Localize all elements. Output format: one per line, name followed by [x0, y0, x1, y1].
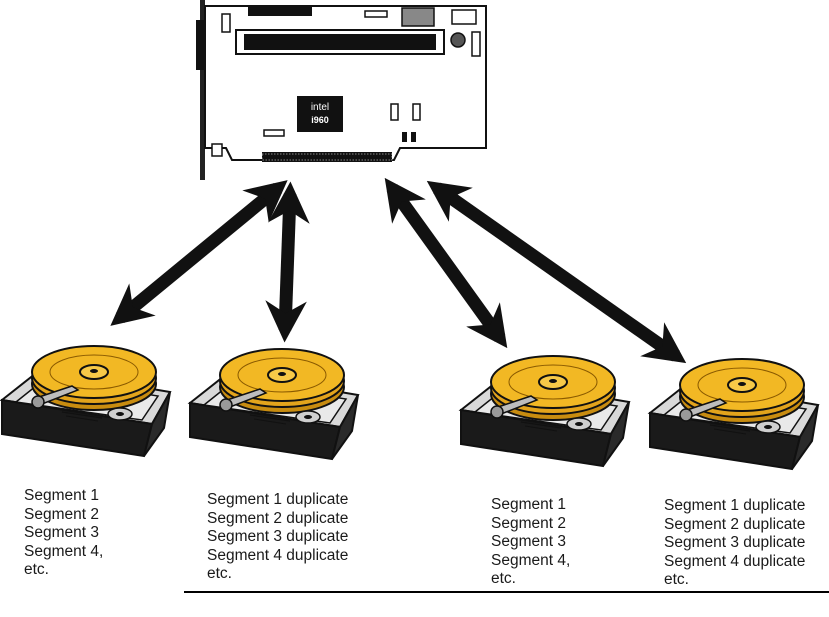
segment-label: Segment 4,: [24, 542, 104, 560]
hard-drive-1-icon: [1, 345, 171, 457]
segment-label: Segment 3: [491, 533, 566, 550]
segment-label: Segment 2: [24, 505, 99, 523]
segment-label: Segment 4 duplicate: [664, 552, 806, 570]
segment-label: Segment 1: [24, 487, 99, 504]
segment-label: Segment 1 duplicate: [664, 497, 806, 514]
hard-drive-3-icon: [460, 355, 630, 467]
arrow-to-drive-4: [426, 180, 687, 364]
segment-label: Segment 3 duplicate: [207, 528, 349, 545]
segment-label: Segment 2 duplicate: [207, 509, 349, 527]
bottom-divider: [184, 591, 829, 593]
data-path-arrows: [110, 177, 687, 364]
chip-model-label: i960: [311, 115, 329, 125]
segment-label: Segment 4 duplicate: [207, 546, 349, 564]
segment-label: Segment 1: [491, 496, 566, 513]
hard-drive-4-icon: [649, 358, 819, 470]
segment-label: Segment 3: [24, 524, 99, 541]
segment-label: Segment 3 duplicate: [664, 534, 806, 551]
segment-label: etc.: [491, 570, 516, 587]
segment-label: etc.: [24, 561, 49, 578]
arrow-to-drive-2: [265, 181, 310, 343]
arrow-to-drive-3: [384, 177, 508, 349]
segment-label: Segment 4,: [491, 551, 571, 569]
chip-brand-label: intel: [311, 102, 329, 113]
arrow-to-drive-1: [110, 180, 288, 326]
segment-label: Segment 1 duplicate: [207, 491, 349, 508]
segment-label: etc.: [207, 565, 232, 582]
segment-label: etc.: [664, 571, 689, 588]
segment-label: Segment 2: [491, 514, 566, 532]
hard-drive-2-icon: [189, 348, 359, 460]
segment-label: Segment 2 duplicate: [664, 515, 806, 533]
raid-controller-card: intel i960: [196, 0, 487, 180]
